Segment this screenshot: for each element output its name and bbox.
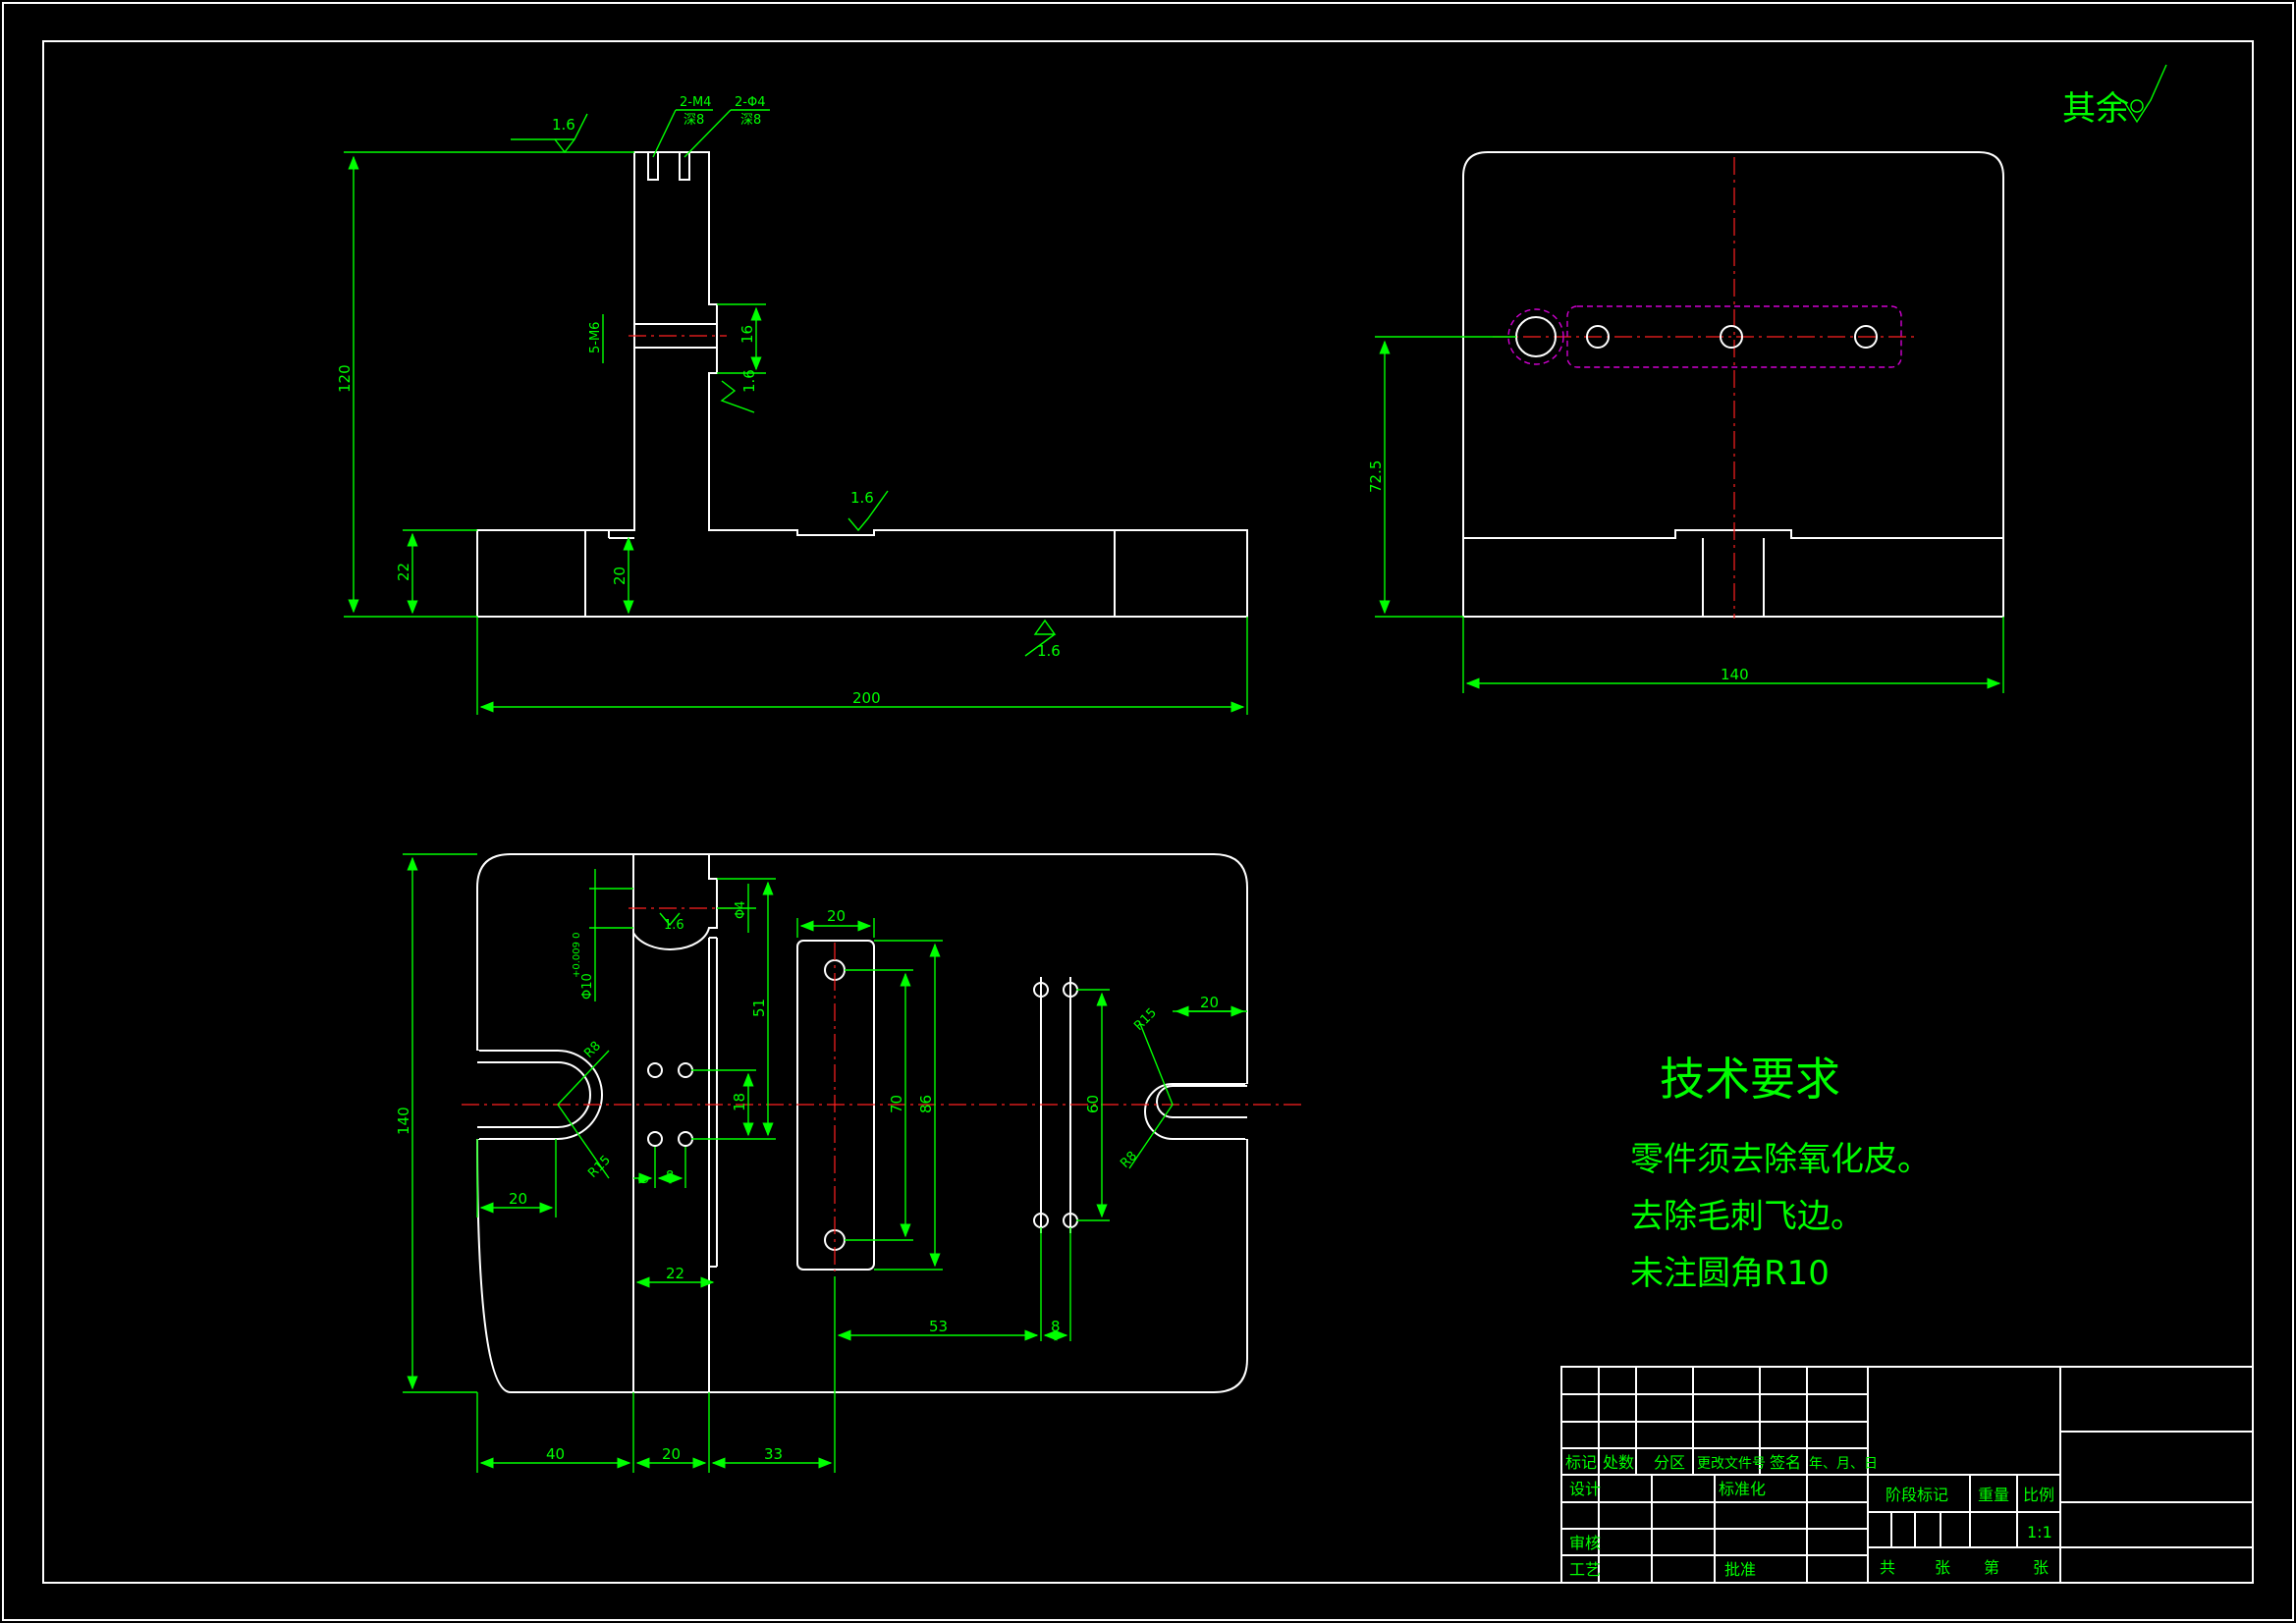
dim-phi4: Φ4 [734,900,748,919]
tb-date: 年、月、日 [1809,1456,1878,1472]
dim-6: 6 [637,1176,652,1184]
tb-approve: 批准 [1724,1560,1756,1579]
svg-text:1.6: 1.6 [740,369,758,393]
tb-review: 审核 [1569,1534,1601,1552]
requirement-1: 零件须去除氧化皮。 [1630,1140,1931,1179]
dim-r15-right: R15 [1131,1005,1160,1034]
dim-20-right: 20 [1200,994,1219,1011]
svg-text:1.6: 1.6 [552,116,575,134]
roughness-2: 1.6 [720,369,758,413]
tb-change-doc: 更改文件号 [1697,1456,1766,1472]
svg-text:2-M4: 2-M4 [680,95,711,110]
dim-86: 86 [917,1095,935,1113]
dim-22: 22 [395,563,412,581]
tb-sign: 签名 [1770,1453,1801,1472]
title-block: 标记 处数 分区 更改文件号 签名 年、月、日 设计 标准化 审核 工艺 批准 … [1560,1366,2254,1584]
requirements-title: 技术要求 [1660,1053,1840,1106]
dim-phi10: Φ10 [580,973,595,1000]
side-view: 72.5 140 [1367,151,2004,693]
dim-20-left: 20 [509,1190,527,1208]
dim-22-top: 22 [666,1265,684,1282]
tb-total: 共 [1880,1558,1895,1577]
phi4-hole [679,151,690,181]
hidden-slot [1566,305,1902,368]
inner-border [42,40,2254,1584]
tb-zone: 分区 [1654,1453,1685,1472]
requirement-3: 未注圆角R10 [1630,1254,1830,1293]
dim-200: 200 [852,689,881,707]
tb-scale-value: 1:1 [2027,1523,2052,1542]
dim-40: 40 [546,1445,565,1463]
dim-33: 33 [764,1445,783,1463]
top-outline [476,853,1248,1393]
dim-70: 70 [888,1095,905,1113]
front-base-left [476,529,586,618]
dim-20-web: 20 [611,567,629,585]
svg-text:2-Φ4: 2-Φ4 [735,95,765,110]
svg-text:深8: 深8 [683,113,704,128]
dim-120: 120 [336,364,354,393]
tb-page: 第 [1984,1558,1999,1577]
dim-r15-left: R15 [585,1153,614,1181]
dim-r8-left: R8 [581,1039,604,1061]
svg-text:1.6: 1.6 [850,489,874,507]
dim-8-right: 8 [1051,1318,1061,1335]
roughness-3: 1.6 [847,489,889,532]
tb-process: 工艺 [1569,1560,1601,1579]
dim-slot-20: 20 [827,907,846,925]
svg-text:1.6: 1.6 [1037,642,1061,660]
requirement-2: 去除毛刺飞边。 [1630,1197,1864,1236]
dim-60: 60 [1084,1095,1102,1113]
dim-140-top: 140 [395,1107,412,1135]
dim-r8-right: R8 [1118,1149,1140,1171]
dim-140-side: 140 [1721,666,1749,683]
callout-phi4: 2-Φ4 深8 [683,95,770,158]
surface-rest-label: 其余 [2062,89,2129,129]
dim-72-5: 72.5 [1367,460,1385,493]
top-section [632,853,718,950]
side-outline [1462,151,2004,618]
front-base-right [1114,529,1248,618]
callout-m4: 2-M4 深8 [652,95,713,158]
dim-phi10-tolerance: +0.009 0 [572,932,582,978]
top-roughness: 1.6 [664,918,684,933]
dim-18: 18 [731,1093,748,1111]
callout-m6: 5-M6 [588,322,603,353]
dim-16: 16 [738,325,756,344]
roughness-1: 1.6 [511,113,588,154]
dim-8-left: 8 [666,1169,674,1184]
m4-hole [647,151,659,181]
surface-rest-symbol: 其余 [2062,64,2167,129]
tb-sheet2: 张 [2033,1558,2049,1577]
tb-scale: 比例 [2023,1486,2054,1504]
tb-standard: 标准化 [1719,1480,1766,1498]
tb-design: 设计 [1569,1480,1601,1498]
front-view: 120 22 20 200 16 5-M6 1.6 1.6 [336,95,1248,715]
front-section [584,151,1116,618]
roughness-4: 1.6 [1024,619,1061,660]
dim-53: 53 [929,1318,948,1335]
top-view: 140 40 20 33 20 70 86 60 53 [395,853,1306,1473]
technical-requirements: 技术要求 零件须去除氧化皮。 去除毛刺飞边。 未注圆角R10 [1630,1053,1931,1293]
dim-51: 51 [750,999,768,1017]
dim-20-bottom: 20 [662,1445,681,1463]
tb-mark: 标记 [1565,1453,1597,1472]
tb-stage: 阶段标记 [1886,1486,1948,1504]
tb-count: 处数 [1603,1453,1634,1472]
tb-sheet1: 张 [1935,1558,1950,1577]
tb-weight: 重量 [1978,1486,2009,1504]
svg-text:深8: 深8 [740,113,761,128]
